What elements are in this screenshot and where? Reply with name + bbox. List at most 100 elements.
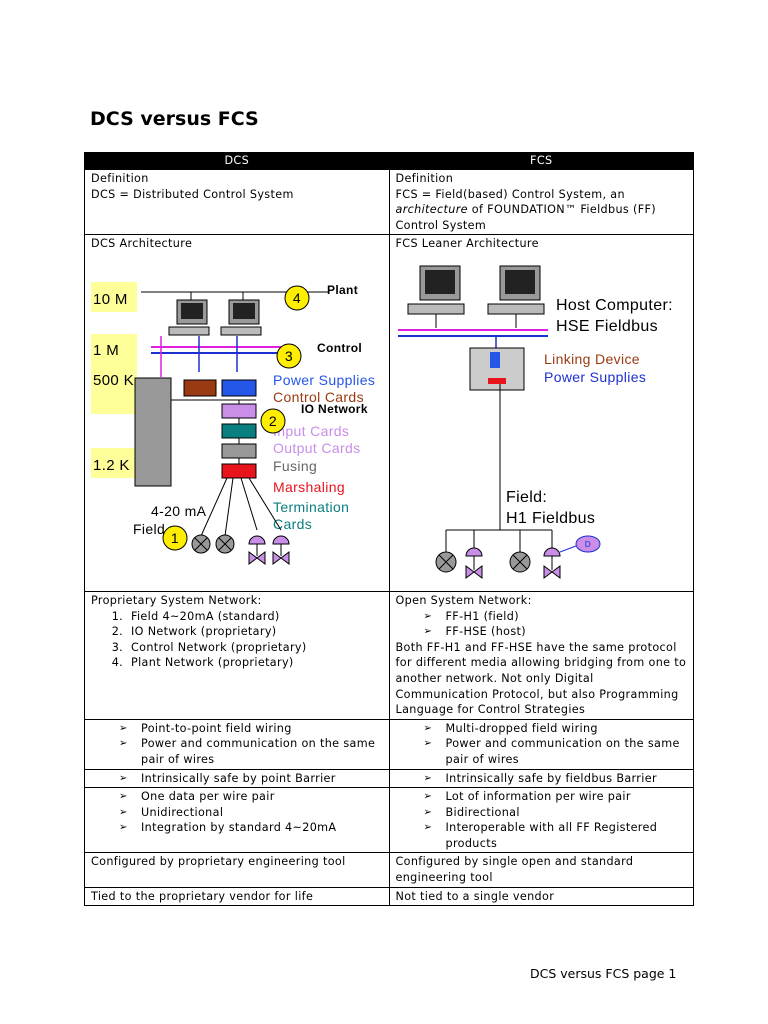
dcs-definition-cell: Definition DCS = Distributed Control Sys… [84, 168, 390, 236]
list-item-text: Interoperable with all FF Registered pro… [445, 821, 658, 850]
arrow-bullet-icon: ➢ [119, 738, 128, 750]
arrow-bullet-icon: ➢ [423, 738, 433, 750]
dcs-architecture-diagram: 10 M 1 M 500 K 1.2 K [91, 252, 383, 590]
list-item-text: FF-HSE (host) [445, 625, 526, 639]
wiring-row: ➢ Point-to-point field wiring ➢ Power and … [84, 718, 694, 770]
fcs-wiring-cell: ➢Multi-dropped field wiring ➢Power and c… [388, 718, 694, 770]
label-output-cards: Output Cards [273, 440, 360, 456]
network-row: Proprietary System Network: Field 4~20mA… [84, 590, 694, 720]
linking-power-block [489, 351, 500, 368]
label-h1-fieldbus: H1 Fieldbus [506, 510, 595, 527]
architecture-row: DCS Architecture 10 M 1 M 500 K 1.2 K [84, 234, 694, 592]
config-row: Configured by proprietary engineering to… [84, 852, 694, 888]
list-item: ➢ FF-H1 (field) [396, 609, 688, 625]
marker-1-label: 1 [171, 530, 179, 546]
list-item-text: Unidirectional [141, 805, 224, 819]
valve-icon [272, 535, 290, 565]
label-fusing: Fusing [273, 458, 317, 474]
definition-row: Definition DCS = Distributed Control Sys… [84, 168, 694, 236]
list-item: Control Network (proprietary) [127, 640, 383, 656]
fcs-definition-cell: Definition FCS = Field(based) Control Sy… [388, 168, 694, 236]
fcs-architecture-label: FCS Leaner Architecture [395, 237, 539, 251]
dcs-definition-label: Definition [91, 172, 149, 185]
arrow-bullet-icon: ➢ [423, 610, 433, 622]
arrow-bullet-icon: ➢ [119, 722, 128, 734]
list-item: ➢Bidirectional [396, 805, 688, 821]
list-item-text: Power and communication on the same pair… [141, 737, 376, 766]
dcs-definition-text: DCS = Distributed Control System [91, 187, 294, 201]
arrow-bullet-icon: ➢ [423, 722, 433, 734]
marshaling-block [221, 463, 257, 479]
fcs-wiring-list: ➢Multi-dropped field wiring ➢Power and c… [396, 721, 688, 768]
controller-cabinet [134, 377, 172, 487]
fcs-definition-label: Definition [395, 172, 454, 185]
label-marshaling: Marshaling [273, 479, 345, 495]
speed-12k: 1.2 K [93, 457, 130, 474]
fcs-diagram-svg: Host Computer: HSE Fieldbus Linking Devi… [397, 265, 672, 579]
fcs-data-cell: ➢Lot of information per wire pair ➢Bidir… [388, 787, 694, 854]
marker-3-label: 3 [285, 348, 293, 364]
speed-12k-highlight [91, 447, 137, 478]
arrow-bullet-icon: ➢ [423, 822, 433, 834]
fcs-vendor-cell: Not tied to a single vendor [388, 886, 694, 907]
label-d: D [584, 540, 590, 549]
safety-row: ➢ Intrinsically safe by point Barrier ➢In… [84, 768, 694, 789]
vendor-row: Tied to the proprietary vendor for life … [84, 886, 694, 907]
label-field: Field: [506, 489, 547, 506]
list-item: ➢Lot of information per wire pair [396, 789, 688, 805]
list-item: ➢ Point-to-point field wiring [91, 721, 383, 737]
field-wire [240, 477, 258, 531]
fcs-network-list: ➢ FF-H1 (field) ➢FF-HSE (host) [396, 609, 688, 640]
list-item: ➢Unidirectional [91, 805, 383, 821]
label-power-supplies: Power Supplies [544, 369, 646, 385]
fusing-block [221, 443, 257, 459]
speed-10m-highlight [91, 281, 137, 312]
data-row: ➢One data per wire pair ➢Unidirectional … [84, 787, 694, 854]
fcs-config-cell: Configured by single open and standard e… [388, 852, 694, 888]
list-item: ➢Power and communication on the same pai… [396, 736, 688, 767]
label-field: Field [133, 521, 165, 537]
list-item: ➢ Power and communication on the same pai… [91, 736, 383, 767]
label-cards: Cards [273, 516, 312, 532]
list-item-text: FF-H1 (field) [445, 609, 519, 623]
dcs-architecture-label: DCS Architecture [91, 237, 193, 251]
list-item: ➢FF-HSE (host) [396, 624, 688, 640]
computer-icon [407, 265, 464, 328]
speed-500k: 500 K [93, 372, 134, 389]
dcs-wiring-cell: ➢ Point-to-point field wiring ➢ Power and … [84, 718, 390, 770]
arrow-bullet-icon: ➢ [423, 791, 433, 803]
list-item-text: Intrinsically safe by point Barrier [141, 771, 336, 785]
arrow-bullet-icon: ➢ [119, 822, 128, 834]
valve-icon [248, 535, 266, 565]
label-linking-device: Linking Device [544, 351, 640, 367]
header-row: DCS FCS [84, 152, 694, 170]
fcs-safety-list: ➢Intrinsically safe by fieldbus Barrier [396, 771, 688, 787]
arrow-bullet-icon: ➢ [119, 791, 128, 803]
fcs-definition-line-2: architecture of FOUNDATION™ Fieldbus (FF… [396, 202, 688, 218]
list-item-text: Point-to-point field wiring [141, 721, 292, 735]
computer-icon [487, 265, 544, 328]
list-item: ➢One data per wire pair [91, 789, 383, 805]
list-item: Plant Network (proprietary) [127, 655, 383, 671]
fcs-safety-cell: ➢Intrinsically safe by fieldbus Barrier [388, 768, 694, 789]
dcs-data-cell: ➢One data per wire pair ➢Unidirectional … [84, 787, 390, 854]
valve-icon [542, 547, 561, 579]
list-item: ➢Multi-dropped field wiring [396, 721, 688, 737]
label-control: Control [317, 341, 362, 355]
page-footer: DCS versus FCS page 1 [530, 966, 677, 981]
list-item: ➢ Interoperable with all FF Registered pr… [396, 820, 688, 851]
list-item: ➢ Intrinsically safe by point Barrier [91, 771, 383, 787]
fcs-architecture-cell: FCS Leaner Architecture [388, 234, 694, 592]
label-4-20ma: 4-20 mA [151, 503, 207, 519]
dcs-config-cell: Configured by proprietary engineering to… [84, 852, 390, 888]
label-power-supplies: Power Supplies [273, 372, 375, 388]
list-item: Field 4~20mA (standard) [127, 609, 383, 625]
label-termination: Termination [273, 499, 349, 515]
d-device [575, 535, 600, 553]
list-item-text: Intrinsically safe by fieldbus Barrier [445, 771, 657, 785]
marker-4-label: 4 [293, 290, 301, 306]
marker-3 [276, 343, 302, 369]
page-title: DCS versus FCS [90, 108, 259, 130]
field-wire [224, 477, 234, 537]
arrow-bullet-icon: ➢ [119, 772, 128, 784]
